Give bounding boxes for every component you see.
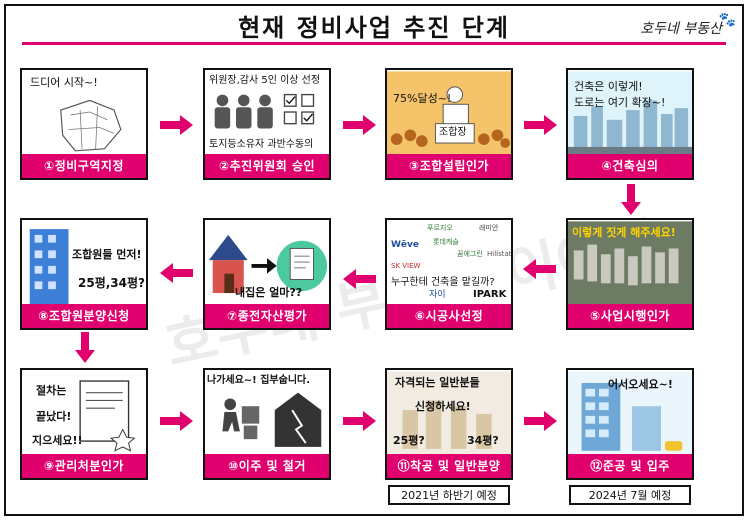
step-text: 조합원들 먼저! bbox=[72, 248, 142, 261]
arrow-down bbox=[621, 184, 641, 215]
step-card-4: 건축은 이렇게! 도로는 여기 확장~! ④건축심의 bbox=[566, 68, 694, 180]
step-text: 지으세요!! bbox=[32, 434, 83, 447]
diagram-frame bbox=[4, 4, 744, 516]
step-text: 절차는 bbox=[36, 384, 67, 397]
step-label: ⑩이주 및 철거 bbox=[205, 454, 329, 478]
construction-site-icon bbox=[387, 371, 511, 455]
step-text: 토지등소유자 과반수동의 bbox=[209, 139, 314, 150]
step-card-12: 어서오세요~! ⑫준공 및 입주 bbox=[566, 368, 694, 480]
step-card-10: 나가세요~! 집부숩니다. ⑩이주 및 철거 bbox=[203, 368, 331, 480]
brand-logo: 자이 bbox=[429, 290, 446, 300]
house-appraisal-icon bbox=[208, 234, 328, 294]
brand-logo: IPARK bbox=[473, 289, 507, 300]
brand-logo: Wēve bbox=[391, 240, 420, 250]
committee-icon bbox=[214, 93, 315, 129]
step-label: ⑧조합원분양신청 bbox=[22, 304, 146, 328]
step-text: 위원장,감사 5인 이상 선정 bbox=[209, 75, 321, 86]
step-text: 어서오세요~! bbox=[608, 378, 673, 391]
step-label: ③조합설립인가 bbox=[387, 154, 511, 178]
step-text: 나가세요~! 집부숩니다. bbox=[207, 375, 311, 386]
step-label: ⑤사업시행인가 bbox=[568, 304, 692, 328]
step-card-5: 이렇게 짓게 해주세요! ⑤사업시행인가 bbox=[566, 218, 694, 330]
title-bar: 현재 정비사업 추진 단계 호두네 부동산 🐾 bbox=[4, 4, 744, 45]
brand-logo: 꿈에그린 bbox=[457, 250, 483, 258]
arrow-right bbox=[160, 411, 193, 431]
step-text: 내집은 얼마?? bbox=[235, 286, 303, 299]
brand-logo: 래미안 bbox=[479, 224, 499, 232]
step-label: ⑫준공 및 입주 bbox=[568, 454, 692, 478]
page-title: 현재 정비사업 추진 단계 bbox=[238, 14, 510, 42]
step-label: ②추진위원회 승인 bbox=[205, 154, 329, 178]
arrow-right bbox=[524, 115, 557, 135]
step-text: 25평,34평? bbox=[78, 276, 145, 290]
korea-map-icon bbox=[60, 99, 122, 152]
step-text: 신청하세요! bbox=[415, 400, 471, 413]
apartment-building-icon bbox=[29, 229, 69, 305]
step-card-9: 절차는 끝났다! 지으세요!! ⑨관리처분인가 bbox=[20, 368, 148, 480]
arrow-down bbox=[75, 332, 95, 363]
step-card-6: Wēve 푸르지오 래미안 롯데캐슬 꿈에그린 Hillstate SK VIE… bbox=[385, 218, 513, 330]
step-text: 75%달성~! bbox=[393, 92, 452, 105]
brand-logo: 푸르지오 bbox=[427, 224, 453, 232]
step-text: 드디어 시작~! bbox=[30, 76, 98, 89]
step-text: 도로는 여기 확장~! bbox=[574, 96, 666, 109]
arrow-right bbox=[343, 411, 376, 431]
arrow-right bbox=[343, 115, 376, 135]
step-text: 34평? bbox=[467, 434, 499, 447]
step-text: 누구한테 건축을 맡길까? bbox=[391, 277, 495, 288]
paw-icon: 🐾 bbox=[718, 12, 736, 28]
step-label: ⑨관리처분인가 bbox=[22, 454, 146, 478]
brand-signature: 호두네 부동산 bbox=[640, 21, 722, 37]
step-text: 자격되는 일반분들 bbox=[395, 376, 480, 389]
crowd-podium-icon bbox=[387, 71, 511, 155]
step-card-7: 내집은 얼마?? ⑦종전자산평가 bbox=[203, 218, 331, 330]
step-text: 조합장 bbox=[439, 127, 467, 138]
moving-demolition-icon bbox=[222, 392, 322, 447]
completed-building-icon bbox=[568, 371, 692, 455]
step-card-3: 75%달성~! 조합장 ③조합설립인가 bbox=[385, 68, 513, 180]
arrow-left bbox=[160, 263, 193, 283]
arrow-right bbox=[524, 411, 557, 431]
step-text: 이렇게 짓게 해주세요! bbox=[572, 226, 676, 239]
schedule-note: 2024년 7월 예정 bbox=[569, 485, 691, 505]
step-label: ⑪착공 및 일반분양 bbox=[387, 454, 511, 478]
step-text: 끝났다! bbox=[36, 410, 72, 423]
step-card-1: 드디어 시작~! ①정비구역지정 bbox=[20, 68, 148, 180]
arrow-left bbox=[523, 259, 556, 279]
arrow-left bbox=[343, 269, 376, 289]
arrow-right bbox=[160, 115, 193, 135]
step-label: ④건축심의 bbox=[568, 154, 692, 178]
step-card-8: 조합원들 먼저! 25평,34평? ⑧조합원분양신청 bbox=[20, 218, 148, 330]
step-card-11: 자격되는 일반분들 신청하세요! 25평? 34평? ⑪착공 및 일반분양 bbox=[385, 368, 513, 480]
brand-logo: 롯데캐슬 bbox=[433, 238, 459, 246]
step-label: ⑥시공사선정 bbox=[387, 304, 511, 328]
step-card-2: 위원장,감사 5인 이상 선정 토지등소유자 과반수동의 ②추진위원회 승인 bbox=[203, 68, 331, 180]
brand-logo: Hillstate bbox=[487, 250, 513, 258]
step-text: 25평? bbox=[393, 434, 425, 447]
step-label: ①정비구역지정 bbox=[22, 154, 146, 178]
brand-logo: SK VIEW bbox=[391, 262, 421, 270]
step-label: ⑦종전자산평가 bbox=[205, 304, 329, 328]
aerial-city-icon bbox=[568, 221, 692, 305]
step-text: 건축은 이렇게! bbox=[574, 80, 643, 93]
city-skyline-icon bbox=[568, 71, 692, 155]
title-underline bbox=[22, 42, 726, 45]
scroll-document-icon bbox=[79, 380, 136, 452]
schedule-note: 2021년 하반기 예정 bbox=[388, 485, 510, 505]
